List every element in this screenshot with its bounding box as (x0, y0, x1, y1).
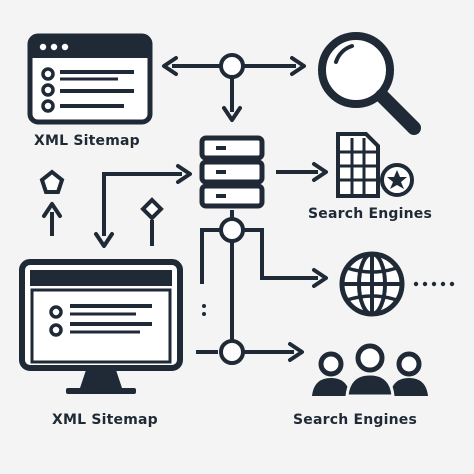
bottom-node-arrow (196, 339, 304, 365)
computer-monitor-icon (19, 259, 183, 394)
xml-sitemap-label-top: XML Sitemap (34, 133, 140, 149)
database-stack-icon (199, 135, 265, 209)
pentagon-node-icon (39, 169, 65, 236)
users-group-icon (312, 343, 428, 398)
db-to-spreadsheet-arrow (276, 162, 328, 182)
globe-icon (339, 251, 455, 317)
search-engines-label-top: Search Engines (308, 206, 433, 222)
search-engines-label-bottom: Search Engines (293, 412, 418, 428)
browser-window-icon (27, 33, 153, 125)
db-branch-connector (200, 210, 328, 340)
xml-sitemap-label-bottom: XML Sitemap (52, 412, 158, 428)
spreadsheet-star-icon (336, 132, 414, 198)
top-bidirectional-connector (162, 53, 306, 122)
screen-to-db-elbow-arrow (94, 164, 192, 248)
diamond-node-icon (140, 197, 164, 246)
magnifier-icon (318, 32, 421, 135)
